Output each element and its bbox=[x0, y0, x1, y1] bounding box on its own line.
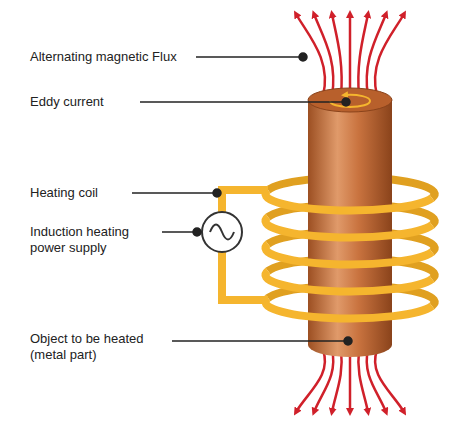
eddy-current-loop bbox=[330, 95, 370, 107]
part-label: Induction heating power supply bbox=[30, 224, 160, 256]
coil-winding bbox=[265, 190, 432, 210]
flux-arrow bbox=[332, 350, 342, 412]
coil-winding bbox=[265, 217, 432, 237]
part-label: Eddy current bbox=[30, 94, 150, 110]
flux-arrow bbox=[375, 14, 404, 96]
metal-part bbox=[308, 100, 392, 345]
flux-arrow bbox=[349, 14, 352, 96]
part-label: Alternating magnetic Flux bbox=[30, 49, 200, 65]
flux-arrow bbox=[375, 350, 404, 412]
sine-symbol bbox=[210, 225, 234, 240]
part-label: Heating coil bbox=[30, 185, 140, 201]
part-label: Object to be heated (metal part) bbox=[30, 331, 170, 363]
coil-winding bbox=[265, 244, 432, 264]
flux-arrow bbox=[314, 350, 333, 412]
coil-winding bbox=[265, 271, 432, 291]
leader-lines bbox=[132, 53, 352, 345]
metal-part-bottom bbox=[308, 333, 392, 357]
metal-part-top bbox=[308, 88, 392, 112]
flux-arrow bbox=[349, 350, 352, 412]
flux-arrow bbox=[314, 14, 333, 96]
coil-winding bbox=[265, 298, 432, 318]
flux-arrow bbox=[332, 14, 342, 96]
flux-arrow bbox=[296, 14, 325, 96]
ac-source-symbol bbox=[202, 212, 242, 252]
coil-front bbox=[265, 190, 432, 318]
flux-arrow bbox=[296, 350, 325, 412]
